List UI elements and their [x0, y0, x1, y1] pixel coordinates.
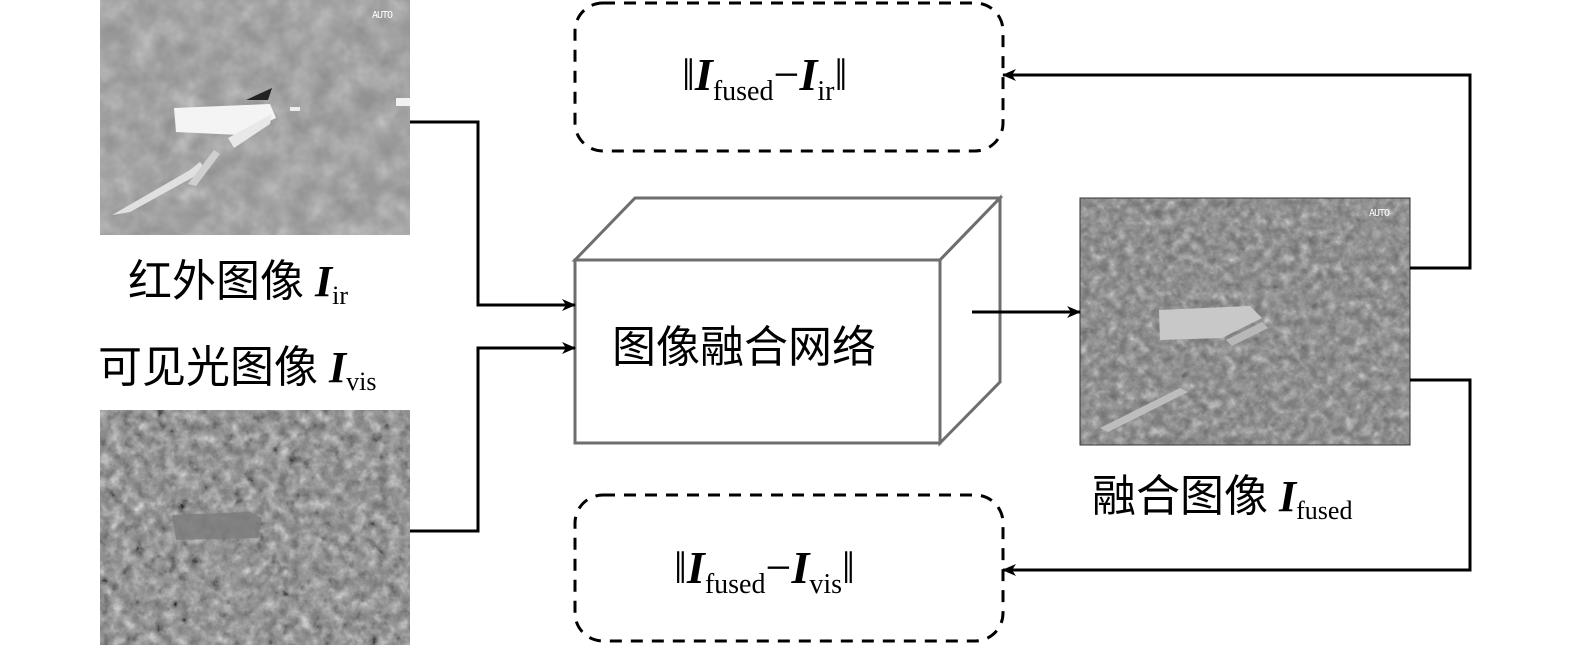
visible-label: 可见光图像 Ivis — [98, 346, 376, 395]
visible-to-network-arrow — [410, 342, 576, 533]
norm-open: ‖ — [674, 542, 687, 593]
visible-subscript: vis — [346, 367, 377, 396]
minus-operator: − — [765, 542, 792, 593]
fused-label: 融合图像 Ifused — [1092, 475, 1352, 524]
norm-close: ‖ — [842, 542, 855, 593]
infrared-image — [100, 0, 410, 235]
visible-image — [100, 410, 410, 645]
infrared-auto-tag: AUTO — [372, 10, 393, 21]
fused-label-text: 融合图像 — [1092, 472, 1268, 521]
infrared-loss-box — [573, 1, 1005, 153]
infrared-loss-formula: ‖Ifused−Iir‖ — [682, 52, 847, 106]
minus-operator: − — [773, 49, 800, 100]
infrared-to-network-arrow — [410, 120, 576, 311]
fused-symbol: I — [686, 542, 705, 593]
infrared-label-text: 红外图像 — [128, 257, 304, 306]
fused-symbol: I — [694, 49, 713, 100]
infrared-symbol: I — [315, 257, 333, 306]
visible-loss-box — [573, 493, 1005, 643]
visible-subscript: vis — [809, 569, 843, 600]
infrared-subscript: ir — [817, 76, 835, 107]
fused-auto-tag: AUTO — [1369, 208, 1390, 219]
visible-symbol: I — [329, 343, 347, 392]
infrared-symbol: I — [799, 49, 818, 100]
fused-subscript: fused — [712, 76, 774, 107]
fused-to-infrared-loss-arrow — [1002, 69, 1472, 270]
network-label: 图像融合网络 — [612, 323, 876, 372]
visible-label-text: 可见光图像 — [98, 343, 318, 392]
norm-close: ‖ — [834, 49, 848, 100]
fusion-network-cube — [571, 194, 1004, 447]
fused-symbol: I — [1279, 472, 1297, 521]
fused-image — [1079, 197, 1411, 446]
visible-loss-formula: ‖Ifused−Ivis‖ — [674, 545, 855, 599]
fused-to-visible-loss-arrow — [1002, 378, 1472, 576]
fused-subscript: fused — [1296, 496, 1353, 525]
norm-open: ‖ — [682, 49, 695, 100]
infrared-subscript: ir — [332, 281, 349, 310]
fused-subscript: fused — [704, 569, 766, 600]
infrared-label: 红外图像 Iir — [128, 260, 348, 309]
visible-symbol: I — [791, 542, 810, 593]
